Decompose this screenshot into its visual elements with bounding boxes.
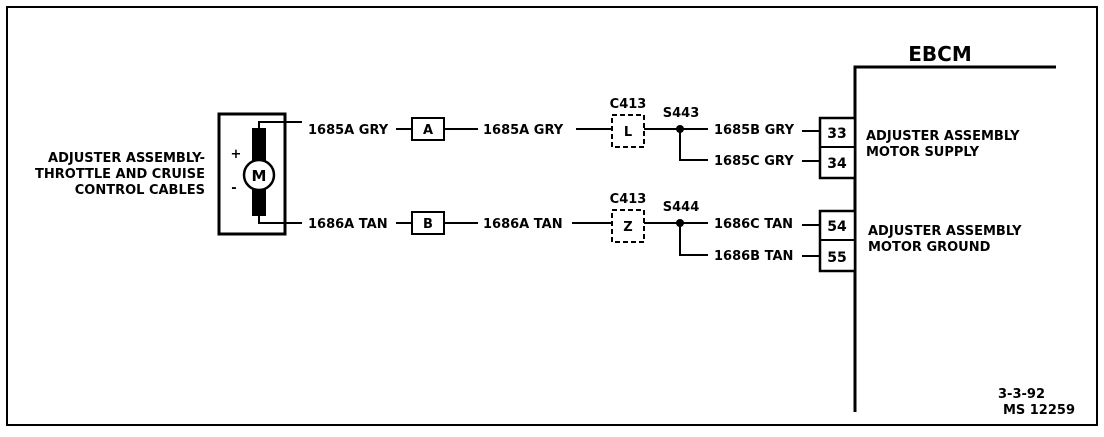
circuit-tan: 1686A TAN B 1686A TAN C413 Z S444 1686C …: [308, 192, 820, 264]
splice-s444-label: S444: [663, 200, 700, 215]
wire-label-1685a-gry-left: 1685A GRY: [308, 123, 389, 138]
minus-terminal-sign: -: [231, 181, 236, 196]
wire-s443-to-1685c: [679, 129, 708, 161]
component-label-line-3: CONTROL CABLES: [75, 183, 205, 198]
ebcm-outline: [853, 65, 1056, 412]
motor-ground-label-line-2: MOTOR GROUND: [868, 240, 991, 255]
pin-54: 54: [827, 219, 847, 235]
wire-label-1686a-tan-right: 1686A TAN: [483, 217, 563, 232]
connector-c413-label-bottom: C413: [610, 192, 647, 207]
pin-33: 33: [827, 126, 846, 142]
connector-pin-z: Z: [623, 220, 632, 235]
motor-supply-label-line-1: ADJUSTER ASSEMBLY: [866, 129, 1020, 144]
connector-pin-l: L: [624, 125, 632, 140]
ebcm-module: EBCM 33 34 54 55 ADJUSTER ASSEMBLY MOTOR…: [818, 42, 1056, 412]
figure-date: 3-3-92: [998, 387, 1045, 402]
pin-34: 34: [827, 156, 847, 172]
component-label: ADJUSTER ASSEMBLY- THROTTLE AND CRUISE C…: [35, 151, 205, 198]
adjuster-assembly: M + -: [217, 112, 302, 236]
wire-label-1685c-gry: 1685C GRY: [714, 154, 794, 169]
wire-s444-to-1686b: [679, 223, 708, 256]
wire-label-1685b-gry: 1685B GRY: [714, 123, 795, 138]
splice-s443-label: S443: [663, 106, 700, 121]
wire-label-1686b-tan: 1686B TAN: [714, 249, 793, 264]
wire-label-1686c-tan: 1686C TAN: [714, 217, 793, 232]
component-label-line-2: THROTTLE AND CRUISE: [35, 167, 205, 182]
figure-reference: 3-3-92 MS 12259: [998, 387, 1075, 418]
motor-ground-label-line-1: ADJUSTER ASSEMBLY: [868, 224, 1022, 239]
connector-c413-bottom: [611, 209, 645, 243]
circuit-gry: 1685A GRY A 1685A GRY C413 L S443 1685B …: [308, 97, 820, 169]
plus-terminal-sign: +: [231, 147, 242, 162]
wire-label-1686a-tan-left: 1686A TAN: [308, 217, 388, 232]
pin-55: 55: [827, 250, 846, 266]
motor-lead-bottom: [258, 216, 302, 224]
connector-b-label: B: [423, 217, 433, 232]
diagram-frame: [6, 6, 1098, 426]
component-label-line-1: ADJUSTER ASSEMBLY-: [48, 151, 205, 166]
figure-ref-number: MS 12259: [1003, 403, 1075, 418]
connector-c413-top: [611, 114, 645, 148]
motor-supply-label-line-2: MOTOR SUPPLY: [866, 145, 980, 160]
motor-lead-top: [258, 121, 302, 128]
connector-a-label: A: [423, 123, 433, 138]
connector-c413-label-top: C413: [610, 97, 647, 112]
motor-symbol: M: [252, 167, 267, 185]
ebcm-title: EBCM: [908, 42, 972, 66]
wire-label-1685a-gry-right: 1685A GRY: [483, 123, 564, 138]
motor-icon: [242, 158, 276, 192]
